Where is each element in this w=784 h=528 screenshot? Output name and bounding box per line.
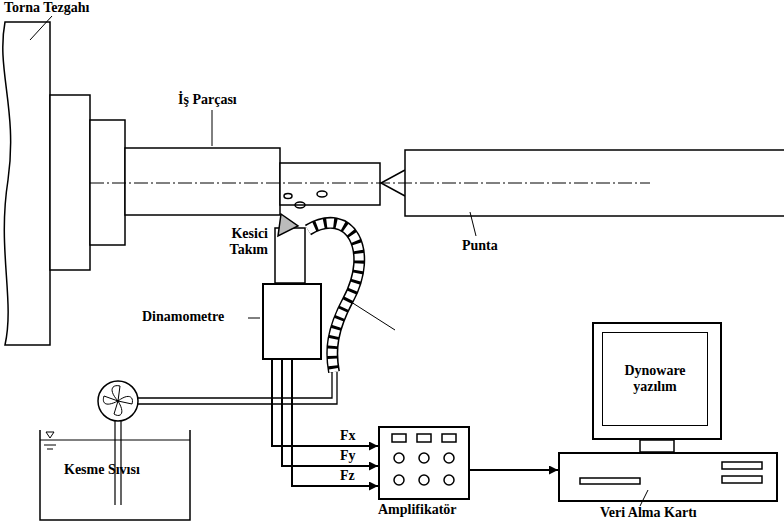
workpiece-turned xyxy=(280,163,380,205)
monitor-stand xyxy=(640,440,674,452)
chuck xyxy=(50,95,90,270)
coolant-tank xyxy=(40,430,190,520)
part-label: İş Parçası xyxy=(178,92,237,108)
leader-line xyxy=(30,16,52,40)
leader-line xyxy=(640,490,648,506)
signal-connector xyxy=(292,360,378,486)
amp-display xyxy=(392,434,406,442)
force-label: Fx xyxy=(338,428,358,443)
force-label: Fy xyxy=(338,448,358,463)
signal-connector xyxy=(470,469,558,471)
lathe-headstock xyxy=(3,22,50,345)
amp-knob xyxy=(394,475,404,485)
monitor-box: Dynoware yazılım xyxy=(592,322,722,440)
machine-label: Torna Tezgahı xyxy=(4,0,89,16)
amp-display xyxy=(442,434,456,442)
chip xyxy=(317,191,327,197)
dynamometer-box: Dinamometre xyxy=(262,283,322,360)
case-slot xyxy=(580,478,640,484)
amp-knob xyxy=(419,453,429,463)
force-label: Fz xyxy=(338,468,357,483)
chip xyxy=(284,194,292,199)
leader-line xyxy=(248,318,260,319)
computer-case: Veri Alma Kartı xyxy=(558,452,778,502)
level-symbol xyxy=(44,432,56,449)
signal-connector xyxy=(272,360,378,446)
amp-display xyxy=(417,434,431,442)
coolant-pipe xyxy=(138,372,337,404)
tailstock xyxy=(405,150,784,216)
drive-slot xyxy=(722,476,762,483)
amp-knob xyxy=(394,453,404,463)
pump-impeller xyxy=(103,386,132,416)
node-label: Dinamometre xyxy=(142,309,224,325)
cutting-insert xyxy=(278,214,298,236)
amp-knob xyxy=(444,453,454,463)
part-label: Kesme Sıvısı xyxy=(64,462,140,478)
liquid-level xyxy=(40,440,190,441)
leader-line xyxy=(212,110,213,146)
leader-line xyxy=(470,212,476,236)
amp-knob xyxy=(444,475,454,485)
centerline xyxy=(90,183,650,184)
tool-holder xyxy=(275,228,305,283)
part-label: Punta xyxy=(462,238,498,254)
chip xyxy=(295,202,305,208)
amp-knob xyxy=(419,475,429,485)
drive-slot xyxy=(722,462,762,469)
node-label: Amplifikatör xyxy=(378,502,457,518)
pump xyxy=(98,381,138,421)
amplifier-box: Amplifikatör xyxy=(378,426,470,500)
workpiece xyxy=(125,148,280,215)
signal-connector xyxy=(282,360,378,466)
hose-leader xyxy=(348,300,395,330)
node-label: Veri Alma Kartı xyxy=(600,505,697,521)
part-label: Kesici Takım xyxy=(200,226,268,258)
node-label: Dynoware yazılım xyxy=(602,332,708,426)
